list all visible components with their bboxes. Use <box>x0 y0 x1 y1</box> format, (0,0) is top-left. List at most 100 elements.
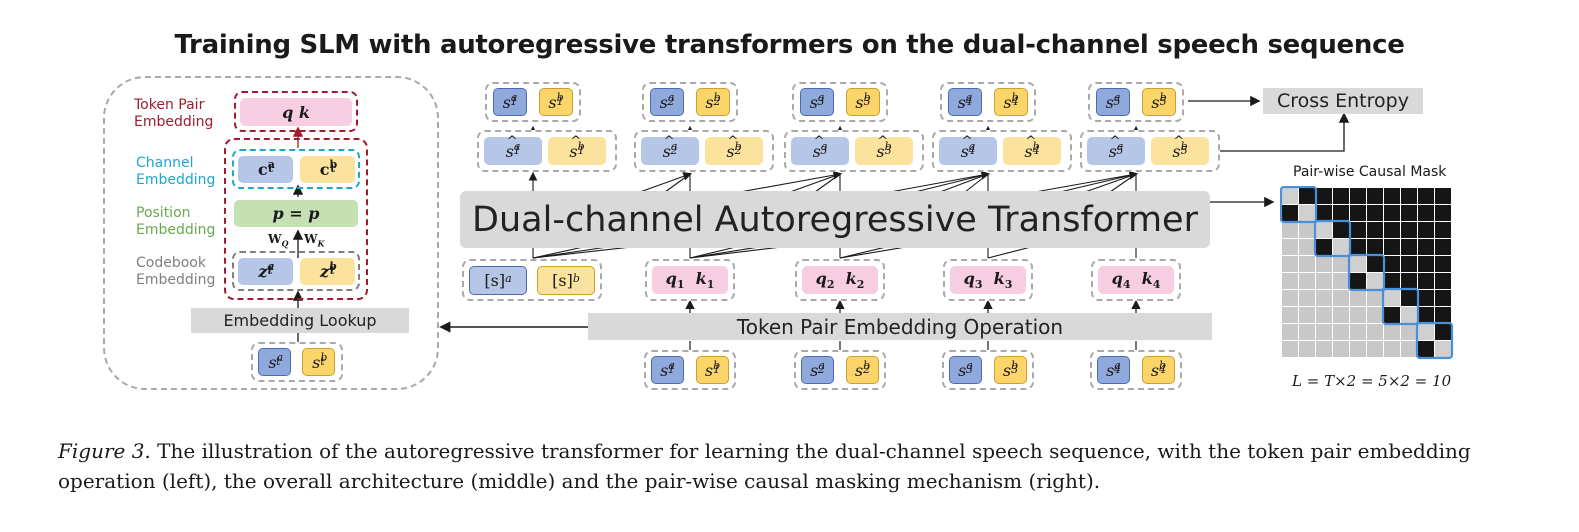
start-a-token: [s]a <box>469 266 527 295</box>
mask-cell <box>1384 324 1400 340</box>
mask-cell <box>1367 290 1383 306</box>
mask-cell <box>1350 290 1366 306</box>
mask-cell <box>1418 188 1434 204</box>
mask-cell <box>1435 256 1451 272</box>
mask-cell <box>1350 307 1366 323</box>
mask-cell <box>1333 222 1349 238</box>
mask-cell <box>1418 222 1434 238</box>
mask-cell <box>1350 222 1366 238</box>
mask-cell <box>1316 324 1332 340</box>
mask-cell <box>1418 273 1434 289</box>
mask-cell <box>1401 222 1417 238</box>
mask-cell <box>1401 324 1417 340</box>
mask-cell <box>1282 273 1298 289</box>
mask-cell <box>1350 341 1366 357</box>
mask-cell <box>1384 256 1400 272</box>
mask-cell <box>1367 273 1383 289</box>
mask-cell <box>1299 188 1315 204</box>
mask-cell <box>1333 324 1349 340</box>
mask-cell <box>1418 290 1434 306</box>
mask-cell <box>1282 290 1298 306</box>
mask-cell <box>1333 188 1349 204</box>
mask-cell <box>1418 307 1434 323</box>
mask-cell <box>1435 239 1451 255</box>
mask-cell <box>1316 188 1332 204</box>
mask-cell <box>1333 256 1349 272</box>
mask-pair-highlight <box>1415 321 1454 360</box>
mask-cell <box>1384 273 1400 289</box>
mask-cell <box>1367 324 1383 340</box>
wk-label: WK <box>304 232 325 249</box>
mask-cell <box>1384 239 1400 255</box>
mask-formula: L = T×2 = 5×2 = 10 <box>1292 372 1452 390</box>
mask-cell <box>1401 341 1417 357</box>
figure-caption: Figure 3. The illustration of the autore… <box>58 439 1471 493</box>
channel-outline <box>232 149 360 189</box>
wq-label: WQ <box>268 232 289 249</box>
mask-cell <box>1367 341 1383 357</box>
mask-cell <box>1367 256 1383 272</box>
mask-cell <box>1333 239 1349 255</box>
mask-cell <box>1299 256 1315 272</box>
mask-title: Pair-wise Causal Mask <box>1293 164 1447 180</box>
mask-cell <box>1418 324 1434 340</box>
mask-cell <box>1401 273 1417 289</box>
mask-cell <box>1350 324 1366 340</box>
mask-cell <box>1316 205 1332 221</box>
position-token: p = p <box>234 200 358 227</box>
mask-pair-highlight <box>1313 219 1352 258</box>
mask-cell <box>1299 239 1315 255</box>
mask-cell <box>1367 307 1383 323</box>
cross-entropy-box: Cross Entropy <box>1263 88 1423 114</box>
qk-token: q k <box>240 98 352 126</box>
figure-title: Training SLM with autoregressive transfo… <box>174 30 1405 60</box>
mask-cell <box>1367 239 1383 255</box>
mask-cell <box>1350 188 1366 204</box>
mask-cell <box>1435 307 1451 323</box>
mask-cell <box>1333 205 1349 221</box>
mask-cell <box>1282 188 1298 204</box>
mask-cell <box>1282 307 1298 323</box>
mask-cell <box>1418 239 1434 255</box>
mask-cell <box>1435 341 1451 357</box>
mask-cell <box>1401 205 1417 221</box>
mask-cell <box>1350 273 1366 289</box>
mask-cell <box>1435 222 1451 238</box>
mask-cell <box>1418 256 1434 272</box>
mask-cell <box>1435 324 1451 340</box>
start-b-token: [s]b <box>537 266 595 295</box>
mask-cell <box>1299 205 1315 221</box>
codebook-outline <box>232 251 360 291</box>
mask-cell <box>1435 290 1451 306</box>
mask-cell <box>1316 290 1332 306</box>
mask-cell <box>1282 239 1298 255</box>
mask-cell <box>1299 324 1315 340</box>
